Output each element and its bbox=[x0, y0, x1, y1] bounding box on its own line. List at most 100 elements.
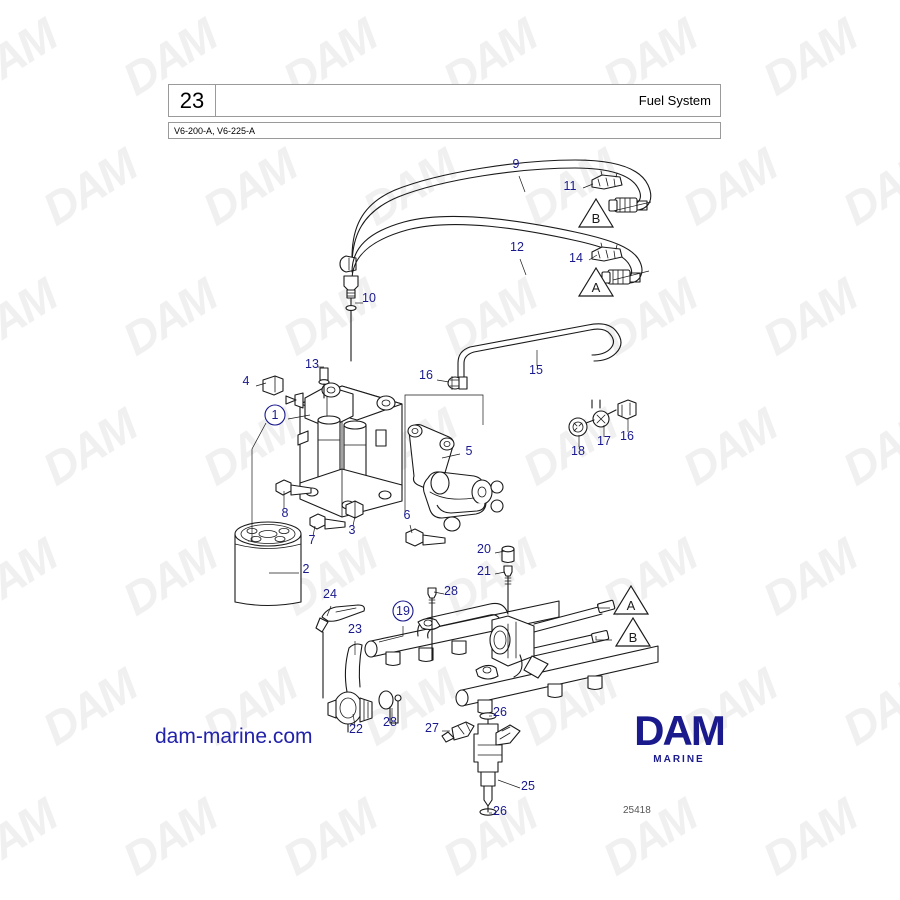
leader-lines bbox=[248, 175, 652, 814]
callout-number: 8 bbox=[282, 506, 289, 520]
reference-letter: B bbox=[629, 630, 638, 645]
callout-number: 28 bbox=[444, 584, 458, 598]
fuel-rail-19 bbox=[364, 599, 659, 715]
callout-12: 12 bbox=[510, 240, 524, 254]
callout-number: 9 bbox=[513, 157, 520, 171]
marker-b-hose: B bbox=[577, 197, 615, 228]
callout-circle bbox=[264, 404, 286, 426]
callout-number: 22 bbox=[349, 722, 363, 736]
callout-circle bbox=[392, 600, 414, 622]
callout-number: 19 bbox=[396, 604, 410, 618]
callout-4: 4 bbox=[243, 374, 250, 388]
dam-marine-logo: DAM MARINE bbox=[604, 710, 754, 766]
callout-7: 7 bbox=[309, 533, 316, 547]
reference-triangle bbox=[614, 616, 652, 647]
callout-26: 26 bbox=[493, 705, 507, 719]
callout-number: 3 bbox=[349, 523, 356, 537]
part-20-cap bbox=[501, 545, 515, 564]
model-list: V6-200-A, V6-225-A bbox=[174, 125, 256, 136]
callout-number: 14 bbox=[569, 251, 583, 265]
marker-a-rail: A bbox=[612, 584, 650, 615]
retaining-clip-23 bbox=[344, 643, 363, 693]
marker-b-rail: B bbox=[614, 616, 652, 647]
callout-number: 26 bbox=[493, 804, 507, 818]
callout-17: 17 bbox=[597, 434, 611, 448]
hose-clamp-16-left bbox=[447, 376, 468, 390]
callout-2: 2 bbox=[303, 562, 310, 576]
callout-8: 8 bbox=[282, 506, 289, 520]
callout-22: 22 bbox=[349, 722, 363, 736]
callout-15: 15 bbox=[529, 363, 543, 377]
rail-center-connector bbox=[489, 615, 535, 667]
callout-26b: 26 bbox=[493, 804, 507, 818]
fuel-hose-15 bbox=[447, 323, 622, 409]
section-title: Fuel System bbox=[638, 93, 711, 108]
callout-number: 10 bbox=[362, 291, 376, 305]
hose-clip-14 bbox=[591, 242, 623, 262]
callout-14: 14 bbox=[569, 251, 583, 265]
reference-letter: A bbox=[627, 598, 636, 613]
part-28-stud-upper bbox=[427, 587, 437, 661]
connector-17 bbox=[592, 410, 610, 428]
callout-number: 1 bbox=[272, 408, 279, 422]
fuel-injector-25 bbox=[473, 712, 521, 816]
mounting-bracket-5 bbox=[407, 424, 504, 532]
bolt-8 bbox=[275, 479, 312, 496]
callout-layer: 1234567891011121314151616171819202122232… bbox=[243, 157, 634, 818]
model-list-box: V6-200-A, V6-225-A bbox=[168, 122, 721, 139]
reference-letter: B bbox=[592, 211, 601, 226]
callout-number: 5 bbox=[466, 444, 473, 458]
callout-number: 16 bbox=[620, 429, 634, 443]
part-28-oring-lower bbox=[378, 690, 402, 724]
chapter-number-box: 23 bbox=[168, 84, 216, 117]
callout-number: 28 bbox=[383, 715, 397, 729]
callout-13: 13 bbox=[305, 357, 319, 371]
diagram-header: 23 Fuel System V6-200-A, V6-225-A bbox=[168, 84, 721, 139]
callout-number: 16 bbox=[419, 368, 433, 382]
reference-triangle bbox=[577, 197, 615, 228]
hose-clip-11 bbox=[591, 170, 623, 190]
callout-9: 9 bbox=[513, 157, 520, 171]
callout-number: 2 bbox=[303, 562, 310, 576]
callout-6: 6 bbox=[404, 508, 411, 522]
callout-number: 20 bbox=[477, 542, 491, 556]
website-url[interactable]: dam-marine.com bbox=[155, 725, 313, 748]
marker-a-hose: A bbox=[577, 266, 615, 297]
callout-28b: 28 bbox=[383, 715, 397, 729]
reference-triangle bbox=[577, 266, 615, 297]
drawing-number: 25418 bbox=[623, 805, 651, 816]
callout-number: 11 bbox=[564, 179, 577, 193]
callout-3: 3 bbox=[349, 523, 356, 537]
callout-21: 21 bbox=[477, 564, 491, 578]
part-4-bushing bbox=[262, 375, 284, 396]
oring-10 bbox=[345, 305, 357, 311]
section-title-box: Fuel System bbox=[216, 84, 721, 117]
callout-number: 7 bbox=[309, 533, 316, 547]
fuel-filter-2 bbox=[234, 521, 302, 607]
callout-number: 6 bbox=[404, 508, 411, 522]
logo-subtitle: MARINE bbox=[653, 754, 705, 765]
callout-number: 18 bbox=[571, 444, 585, 458]
callout-number: 25 bbox=[521, 779, 535, 793]
hose-12-end-fitting bbox=[601, 269, 641, 285]
part-21-stud bbox=[503, 565, 513, 613]
callout-number: 17 bbox=[597, 434, 611, 448]
reference-letter: A bbox=[592, 280, 601, 295]
callout-25: 25 bbox=[521, 779, 535, 793]
hose-9-end-fitting bbox=[608, 197, 648, 213]
connector-16-right bbox=[617, 399, 637, 420]
callout-number: 15 bbox=[529, 363, 543, 377]
injector-clip-27 bbox=[441, 721, 475, 743]
chapter-number: 23 bbox=[179, 87, 205, 113]
callout-number: 4 bbox=[243, 374, 250, 388]
fuel-hose-9 bbox=[339, 159, 652, 273]
part-3-spacer bbox=[345, 500, 364, 519]
callout-19: 19 bbox=[392, 600, 414, 622]
bolt-6 bbox=[405, 528, 446, 547]
pressure-regulator-22 bbox=[327, 691, 373, 733]
callout-number: 13 bbox=[305, 357, 319, 371]
callout-number: 27 bbox=[425, 721, 439, 735]
reference-triangle bbox=[612, 584, 650, 615]
connector-18 bbox=[568, 417, 588, 437]
